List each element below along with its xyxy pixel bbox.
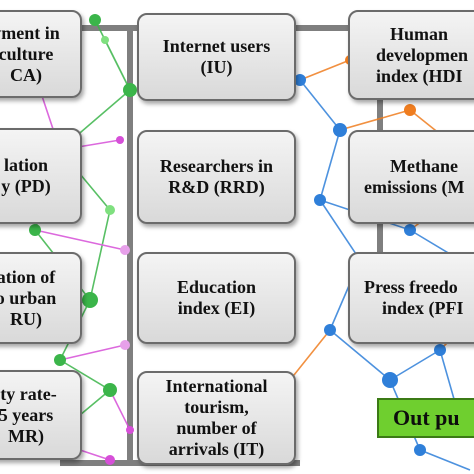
input-box-iu: Internet users (IU) <box>137 13 296 101</box>
box-line: 5 years <box>0 404 54 425</box>
input-box-mr: ity rate- 5 years MR) <box>0 370 82 460</box>
box-line: lation <box>3 155 48 175</box>
box-line: International <box>165 376 268 396</box>
box-line: emissions (M <box>364 177 465 197</box>
output-box-methane: Methane emissions (M <box>348 130 474 224</box>
input-box-ru: ation of o urban RU) <box>0 252 82 344</box>
box-line: y (PD) <box>1 176 51 196</box>
box-line: Internet users <box>162 36 271 56</box>
outputs-label: Out pu <box>377 398 474 438</box>
box-line: Human <box>390 23 449 44</box>
box-line: Methane <box>390 156 458 176</box>
box-line: CA) <box>10 64 42 85</box>
box-line: index (HDI <box>376 65 463 86</box>
box-line: yment in <box>0 22 60 43</box>
box-line: arrivals (IT) <box>168 439 265 459</box>
box-line: developmen <box>376 44 468 65</box>
box-line: Education <box>176 277 257 297</box>
box-line: tourism, <box>184 397 249 417</box>
box-line: index (EI) <box>177 298 256 318</box>
input-box-ei: Education index (EI) <box>137 252 296 344</box>
box-line: culture <box>0 43 54 64</box>
box-line: o urban <box>0 287 57 308</box>
input-box-rrd: Researchers in R&D (RRD) <box>137 130 296 224</box>
box-line: index (PFI <box>382 298 464 318</box>
box-line: (IU) <box>200 57 233 77</box>
box-line: ity rate- <box>0 383 57 404</box>
box-line: number of <box>176 418 257 438</box>
input-box-pd: lation y (PD) <box>0 128 82 224</box>
box-line: RU) <box>10 308 42 329</box>
box-line: Researchers in <box>159 156 274 176</box>
box-line: R&D (RRD) <box>168 177 265 197</box>
box-line: Press freedo <box>364 277 458 297</box>
output-box-hdi: Human developmen index (HDI <box>348 10 474 100</box>
box-line: ation of <box>0 266 56 287</box>
output-box-pfi: Press freedo index (PFI <box>348 252 474 344</box>
box-line: MR) <box>8 425 44 446</box>
input-box-ca: yment in culture CA) <box>0 10 82 98</box>
input-box-it: International tourism, number of arrival… <box>137 371 296 465</box>
